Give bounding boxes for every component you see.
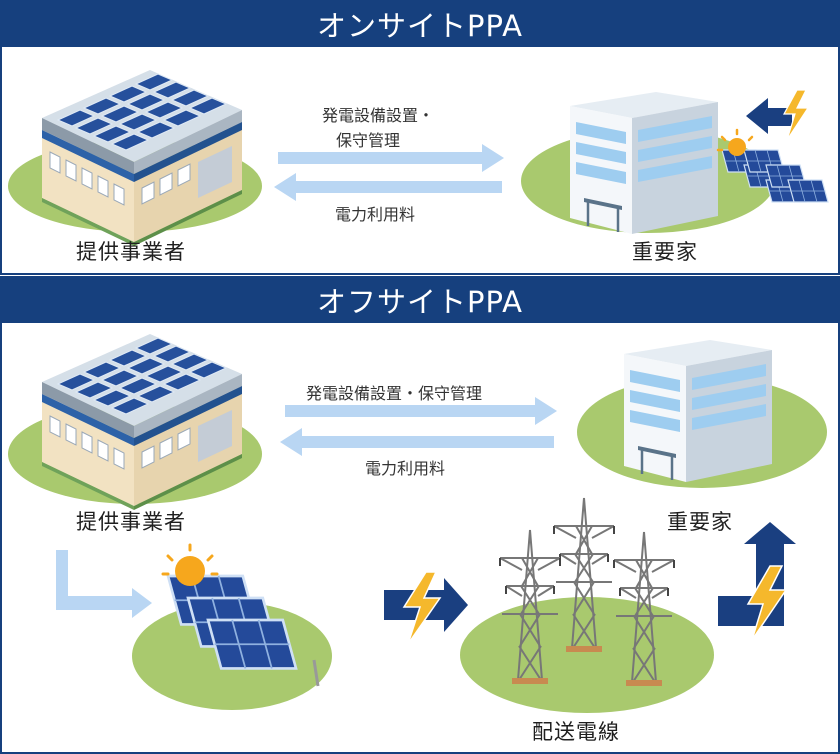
onsite-provider-factory-icon: [8, 69, 262, 247]
onsite-title: オンサイトPPA: [317, 8, 523, 43]
onsite-provider-label: 提供事業者: [76, 240, 186, 264]
offsite-solar-farm-icon: [132, 574, 332, 710]
onsite-service-label-line2: 保守管理: [336, 131, 401, 150]
offsite-header: オフサイトPPA: [0, 276, 840, 323]
grid-to-consumer-power-icon: [718, 522, 796, 641]
offsite-grid-towers-icon: [460, 497, 714, 713]
offsite-service-arrow: [285, 397, 557, 425]
offsite-service-label: 発電設備設置・保守管理: [306, 384, 483, 403]
offsite-consumer-label: 重要家: [667, 510, 733, 534]
offsite-title: オフサイトPPA: [317, 284, 523, 319]
onsite-consumer-label: 重要家: [632, 240, 698, 264]
onsite-service-label-line1: 発電設備設置・: [322, 106, 435, 125]
onsite-sun-icon: [716, 128, 754, 156]
provider-to-solar-arrow: [56, 550, 152, 618]
offsite-fee-arrow: [280, 428, 554, 456]
offsite-fee-label: 電力利用料: [365, 459, 446, 478]
onsite-service-arrow: [278, 144, 504, 172]
onsite-fee-arrow: [274, 173, 502, 201]
offsite-grid-label: 配送電線: [532, 720, 620, 744]
offsite-sun-icon: [161, 543, 219, 586]
offsite-consumer-building-icon: [577, 338, 827, 488]
onsite-consumer-building-icon: [521, 90, 775, 236]
offsite-provider-label: 提供事業者: [76, 510, 186, 534]
onsite-power-arrow-icon: [746, 89, 810, 141]
offsite-provider-factory-icon: [8, 333, 262, 511]
solar-to-grid-power-icon: [384, 571, 468, 645]
onsite-fee-label: 電力利用料: [335, 205, 416, 224]
onsite-header: オンサイトPPA: [0, 0, 840, 47]
